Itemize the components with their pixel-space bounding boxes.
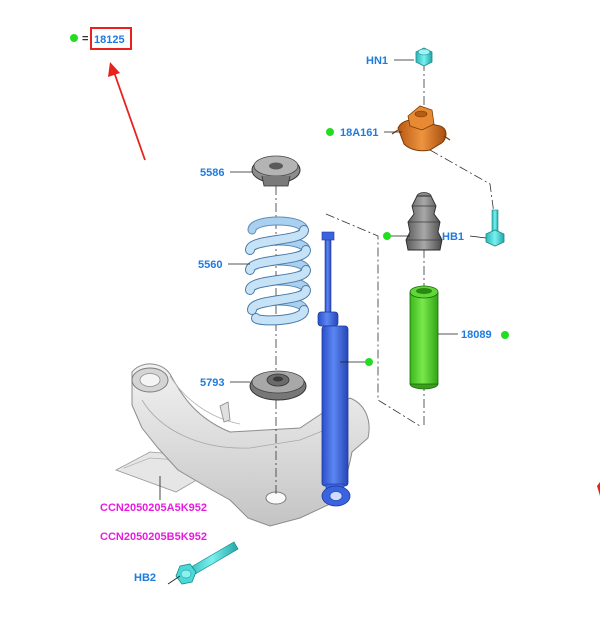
hex-nut-hn1[interactable] <box>415 47 433 67</box>
callout-18089[interactable]: 18089 <box>461 329 509 341</box>
label-hb2[interactable]: HB2 <box>134 572 156 584</box>
legend-part-box <box>90 27 132 50</box>
red-pointer-arrow <box>108 62 146 161</box>
label-18089[interactable]: 18089 <box>461 329 492 341</box>
bump-stop[interactable] <box>405 192 443 251</box>
label-hn1[interactable]: HN1 <box>366 55 388 67</box>
label-ccn-a[interactable]: CCN2050205A5K952 <box>100 502 207 514</box>
callout-5793[interactable]: 5793 <box>200 377 224 389</box>
top-mount[interactable] <box>391 105 451 152</box>
hex-bolt-hb2[interactable] <box>175 541 239 585</box>
legend-equals: = <box>82 33 88 45</box>
label-18a161[interactable]: 18A161 <box>340 127 379 139</box>
legend-part-number[interactable]: 18125 <box>94 34 125 46</box>
green-marker-dot <box>326 128 334 136</box>
dust-boot[interactable] <box>409 285 439 390</box>
green-marker-dot <box>365 358 373 366</box>
hex-bolt-hb1[interactable] <box>485 209 505 247</box>
lower-control-arm <box>115 363 370 527</box>
callout-ccn-b[interactable]: CCN2050205B5K952 <box>100 531 207 543</box>
callout-ccn-a[interactable]: CCN2050205A5K952 <box>100 502 207 514</box>
callout-5586[interactable]: 5586 <box>200 167 224 179</box>
coil-spring[interactable] <box>245 216 311 326</box>
callout-hb1[interactable]: HB1 <box>442 231 464 243</box>
label-5560[interactable]: 5560 <box>198 259 222 271</box>
green-marker-dot <box>383 232 391 240</box>
callout-hb2[interactable]: HB2 <box>134 572 156 584</box>
upper-spring-seat[interactable] <box>251 155 301 187</box>
label-5793[interactable]: 5793 <box>200 377 224 389</box>
green-marker-dot <box>501 331 509 339</box>
legend-marker-dot <box>70 34 78 42</box>
shock-absorber[interactable] <box>317 231 351 507</box>
callout-bump-stop <box>383 232 391 240</box>
legend: = 18125 <box>70 27 132 50</box>
red-edge-marker <box>597 482 600 496</box>
leader-lines <box>159 59 487 585</box>
callout-shock-absorber <box>365 358 373 366</box>
label-hb1[interactable]: HB1 <box>442 231 464 243</box>
label-ccn-b[interactable]: CCN2050205B5K952 <box>100 531 207 543</box>
callout-18a161[interactable]: 18A161 <box>326 127 379 139</box>
callout-hn1[interactable]: HN1 <box>366 55 388 67</box>
callout-5560[interactable]: 5560 <box>198 259 222 271</box>
lower-spring-seat[interactable] <box>249 370 307 401</box>
label-5586[interactable]: 5586 <box>200 167 224 179</box>
